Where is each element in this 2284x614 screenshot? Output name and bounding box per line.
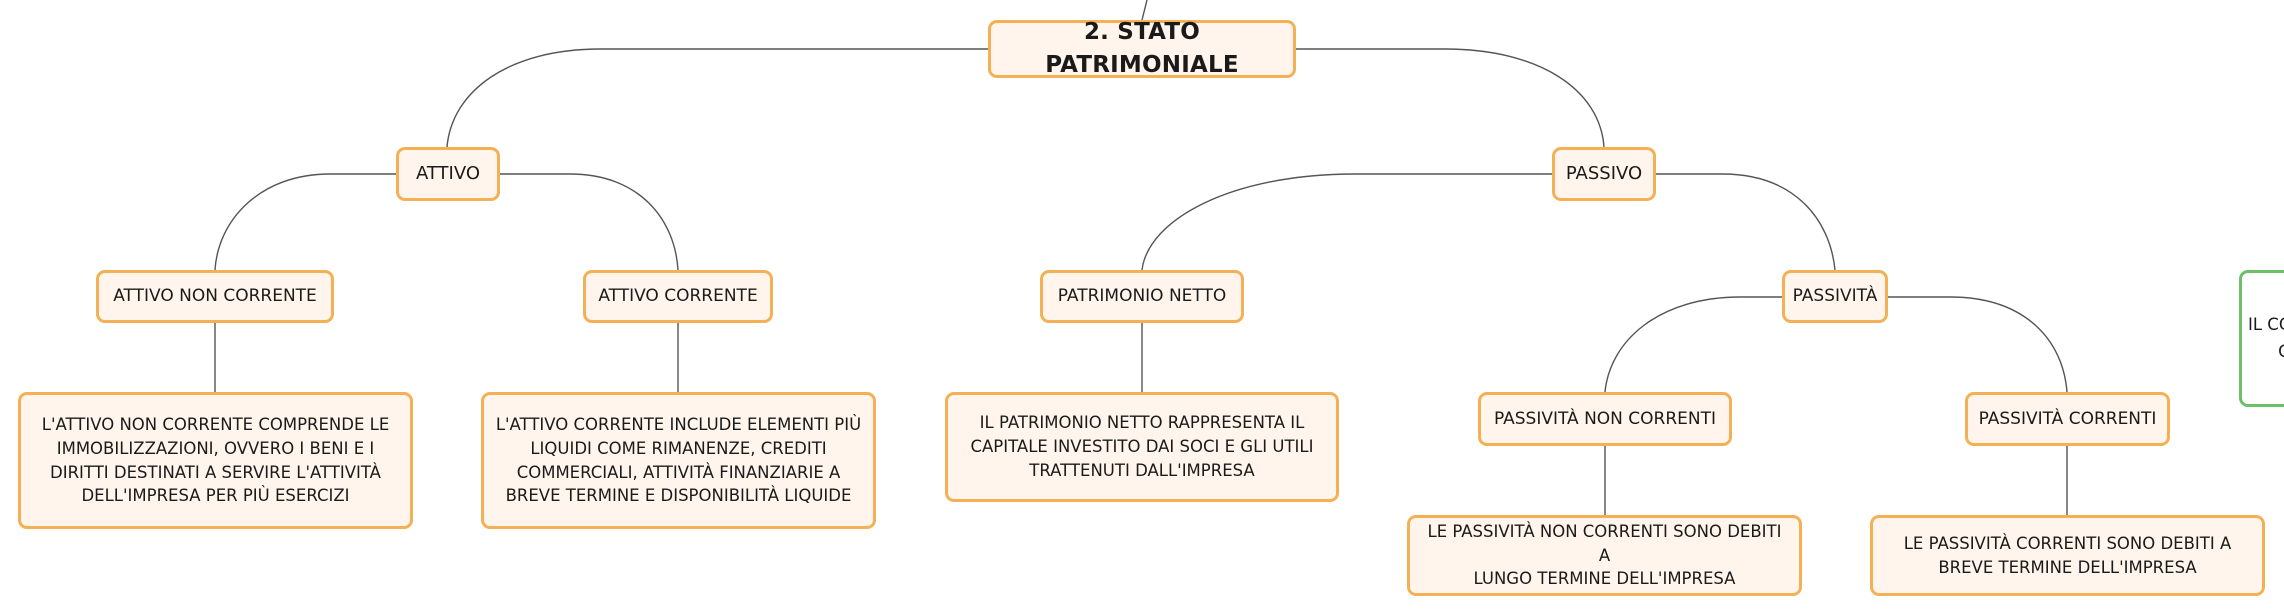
desc-line: BREVE TERMINE E DISPONIBILITÀ LIQUIDE bbox=[505, 486, 852, 506]
desc-line: L'ATTIVO NON CORRENTE COMPRENDE LE bbox=[41, 414, 390, 434]
desc-patrimonio-netto[interactable]: IL PATRIMONIO NETTO RAPPRESENTA IL CAPIT… bbox=[945, 392, 1339, 502]
desc-line: LE PASSIVITÀ CORRENTI SONO DEBITI A bbox=[1903, 533, 2232, 553]
edge-root-attivo bbox=[446, 48, 988, 148]
node-passivo[interactable]: PASSIVO bbox=[1552, 147, 1656, 201]
edge-pas-pnc bbox=[1604, 296, 1782, 393]
edge-root-passivo bbox=[1296, 48, 1605, 148]
edge-pas-pc bbox=[1888, 296, 2068, 393]
side-line: C bbox=[2248, 339, 2284, 365]
desc-line: CAPITALE INVESTITO DAI SOCI E GLI UTILI bbox=[970, 437, 1314, 457]
desc-line: TRATTENUTI DALL'IMPRESA bbox=[1029, 460, 1255, 480]
desc-line: L'ATTIVO CORRENTE INCLUDE ELEMENTI PIÙ bbox=[495, 414, 862, 434]
node-label: ATTIVO bbox=[415, 162, 481, 184]
desc-attivo-non-corrente[interactable]: L'ATTIVO NON CORRENTE COMPRENDE LE IMMOB… bbox=[18, 392, 413, 529]
node-label: PASSIVO bbox=[1565, 162, 1643, 184]
desc-passivita-non-correnti[interactable]: LE PASSIVITÀ NON CORRENTI SONO DEBITI A … bbox=[1407, 515, 1802, 596]
node-label: PATRIMONIO NETTO bbox=[1057, 286, 1227, 307]
edge-attivo-anc bbox=[214, 173, 396, 271]
node-attivo-non-corrente[interactable]: ATTIVO NON CORRENTE bbox=[96, 270, 334, 323]
desc-line: IMMOBILIZZAZIONI, OVVERO I BENI E I bbox=[56, 438, 375, 458]
desc-line: LUNGO TERMINE DELL'IMPRESA bbox=[1473, 569, 1736, 589]
desc-line: DIRITTI DESTINATI A SERVIRE L'ATTIVITÀ bbox=[50, 462, 381, 482]
desc-line: COMMERCIALI, ATTIVITÀ FINANZIARIE A bbox=[516, 462, 841, 482]
node-passivita-non-correnti[interactable]: PASSIVITÀ NON CORRENTI bbox=[1478, 392, 1732, 446]
node-passivita[interactable]: PASSIVITÀ bbox=[1782, 270, 1888, 323]
desc-line: BREVE TERMINE DELL'IMPRESA bbox=[1938, 557, 2197, 577]
edge-parent-root bbox=[1141, 0, 1148, 21]
desc-line: LE PASSIVITÀ NON CORRENTI SONO DEBITI A bbox=[1427, 521, 1782, 565]
node-label: 2. STATO PATRIMONIALE bbox=[1045, 18, 1239, 78]
node-attivo-corrente[interactable]: ATTIVO CORRENTE bbox=[583, 270, 773, 323]
side-line: IL CO bbox=[2248, 315, 2284, 335]
node-label: ATTIVO CORRENTE bbox=[598, 286, 758, 307]
node-passivita-correnti[interactable]: PASSIVITÀ CORRENTI bbox=[1965, 392, 2170, 446]
edge-passivo-pas bbox=[1656, 173, 1836, 271]
side-node-partial[interactable]: IL CO C bbox=[2239, 270, 2284, 407]
edge-attivo-ac bbox=[500, 173, 679, 271]
node-label: PASSIVITÀ NON CORRENTI bbox=[1493, 408, 1717, 429]
edge-passivo-pn bbox=[1141, 173, 1552, 271]
node-stato-patrimoniale[interactable]: 2. STATO PATRIMONIALE bbox=[988, 19, 1296, 78]
node-attivo[interactable]: ATTIVO bbox=[396, 147, 500, 201]
node-patrimonio-netto[interactable]: PATRIMONIO NETTO bbox=[1040, 270, 1244, 323]
desc-line: LIQUIDI COME RIMANENZE, CREDITI bbox=[530, 438, 827, 458]
node-label: PASSIVITÀ bbox=[1792, 286, 1878, 307]
desc-attivo-corrente[interactable]: L'ATTIVO CORRENTE INCLUDE ELEMENTI PIÙ L… bbox=[481, 392, 876, 529]
desc-line: IL PATRIMONIO NETTO RAPPRESENTA IL bbox=[979, 413, 1305, 433]
desc-passivita-correnti[interactable]: LE PASSIVITÀ CORRENTI SONO DEBITI A BREV… bbox=[1870, 515, 2265, 596]
desc-line: DELL'IMPRESA PER PIÙ ESERCIZI bbox=[81, 486, 350, 506]
node-label: PASSIVITÀ CORRENTI bbox=[1978, 408, 2157, 429]
node-label: ATTIVO NON CORRENTE bbox=[113, 286, 317, 307]
